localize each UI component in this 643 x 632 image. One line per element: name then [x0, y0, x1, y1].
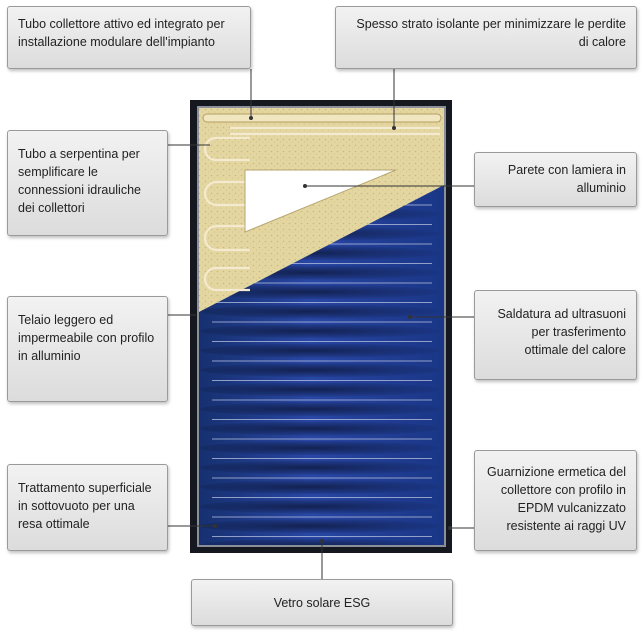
- callout-ultrasonic-weld: Saldatura ad ultrasuoni per trasferiment…: [474, 290, 637, 380]
- callout-insulation-text: Spesso strato isolante per minimizzare l…: [356, 17, 626, 49]
- absorber-shadow: [200, 500, 440, 514]
- callout-collector-tube-text: Tubo collettore attivo ed integrato per …: [18, 17, 225, 49]
- callout-gasket-text: Guarnizione ermetica del collettore con …: [487, 465, 626, 533]
- callout-frame-text: Telaio leggero ed impermeabile con profi…: [18, 313, 154, 363]
- absorber-shadow: [200, 344, 440, 358]
- absorber-shadow: [200, 363, 440, 377]
- callout-collector-tube: Tubo collettore attivo ed integrato per …: [7, 6, 251, 69]
- absorber-shadow: [200, 480, 440, 494]
- absorber-shadow: [200, 422, 440, 436]
- callout-aluminium-sheet: Parete con lamiera in alluminio: [474, 152, 637, 207]
- callout-insulation: Spesso strato isolante per minimizzare l…: [335, 6, 637, 69]
- callout-serpentine-text: Tubo a serpentina per semplificare le co…: [18, 147, 141, 215]
- callout-surface-treatment-text: Trattamento superficiale in sottovuoto p…: [18, 481, 152, 531]
- callout-surface-treatment: Trattamento superficiale in sottovuoto p…: [7, 464, 168, 551]
- callout-aluminium-sheet-text: Parete con lamiera in alluminio: [508, 163, 626, 195]
- callout-gasket: Guarnizione ermetica del collettore con …: [474, 450, 637, 551]
- absorber-shadow: [200, 519, 440, 533]
- absorber-shadow: [200, 461, 440, 475]
- callout-glass-text: Vetro solare ESG: [274, 596, 371, 610]
- callout-glass: Vetro solare ESG: [191, 579, 453, 626]
- callout-serpentine: Tubo a serpentina per semplificare le co…: [7, 130, 168, 236]
- absorber-shadow: [200, 402, 440, 416]
- absorber-shadow: [200, 441, 440, 455]
- collector-tube: [203, 114, 441, 122]
- absorber-shadow: [200, 324, 440, 338]
- absorber-shadow: [200, 305, 440, 319]
- absorber-shadow: [200, 383, 440, 397]
- callout-frame: Telaio leggero ed impermeabile con profi…: [7, 296, 168, 402]
- callout-ultrasonic-weld-text: Saldatura ad ultrasuoni per trasferiment…: [497, 307, 626, 357]
